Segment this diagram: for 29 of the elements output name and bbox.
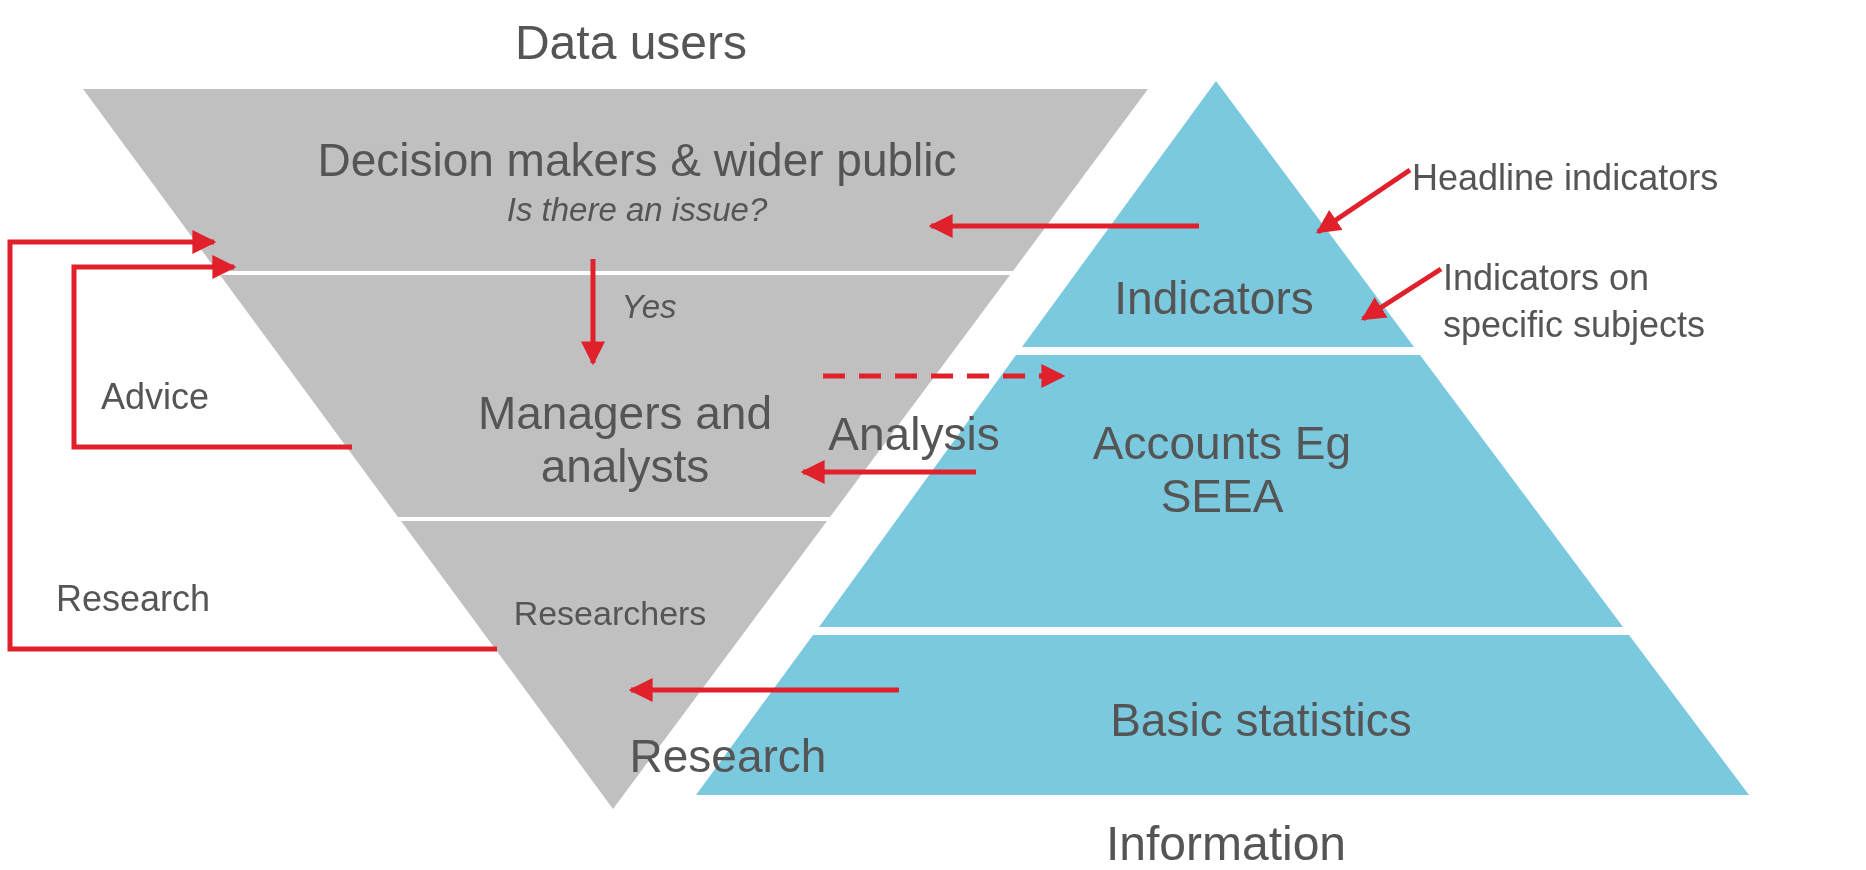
arrow (823, 364, 1066, 388)
leader-arrow (1361, 266, 1443, 322)
edge-label: Research (54, 577, 212, 619)
band-label: Decision makers & wider public (316, 133, 958, 187)
band-label: Accounts Eg SEEA (1091, 417, 1353, 523)
edge-label: Analysis (827, 407, 1001, 461)
band-label: Researchers (512, 593, 708, 633)
band-label: Indicators (1113, 271, 1315, 325)
arrow (628, 678, 899, 702)
edge-label: Advice (99, 375, 211, 417)
pyramid-band (819, 355, 1623, 627)
arrow (800, 460, 976, 484)
pyramid-band (1022, 81, 1414, 347)
band-question: Is there an issue? (505, 191, 769, 229)
arrow (928, 214, 1199, 238)
pyramid-band (220, 275, 1010, 517)
arrow (581, 259, 605, 366)
pyramid-band (83, 89, 1148, 271)
leader-arrow (1316, 167, 1412, 235)
arrow (7, 230, 497, 652)
edge-label: Yes (620, 288, 678, 326)
band-label: Managers and analysts (476, 387, 774, 493)
pyramid-band (401, 521, 827, 809)
callout-text: Headline indicators (1412, 155, 1719, 202)
band-label: Basic statistics (1109, 693, 1413, 747)
callout-text: Indicators on specific subjects (1443, 255, 1743, 349)
heading: Data users (513, 14, 749, 70)
heading: Information (1104, 815, 1348, 870)
arrow (71, 255, 352, 450)
